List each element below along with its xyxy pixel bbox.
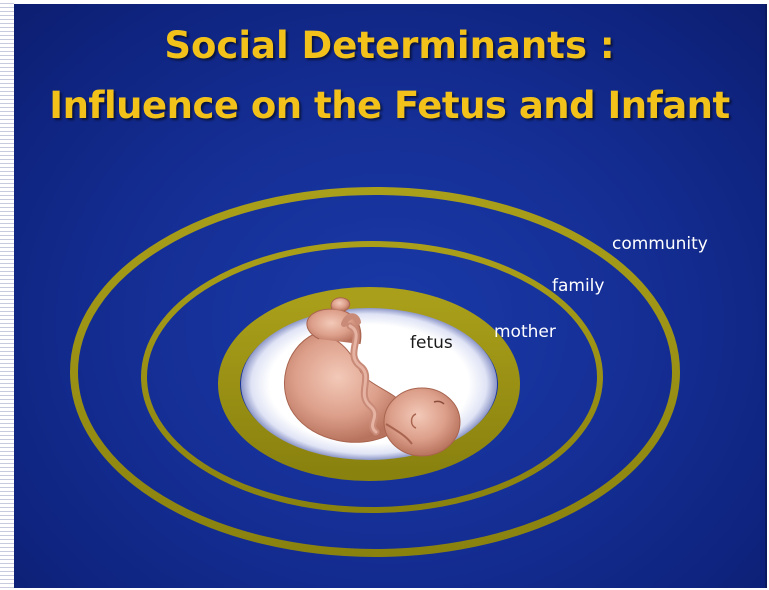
fetus-label: fetus: [410, 333, 453, 353]
left-border-stripe: [0, 0, 14, 590]
community-label: community: [612, 234, 708, 254]
title-line-1: Social Determinants :: [14, 24, 765, 67]
slide: Social Determinants : Influence on the F…: [14, 4, 767, 588]
title-line-2: Influence on the Fetus and Infant: [14, 84, 765, 127]
family-label: family: [552, 276, 604, 296]
mother-label: mother: [494, 322, 556, 342]
